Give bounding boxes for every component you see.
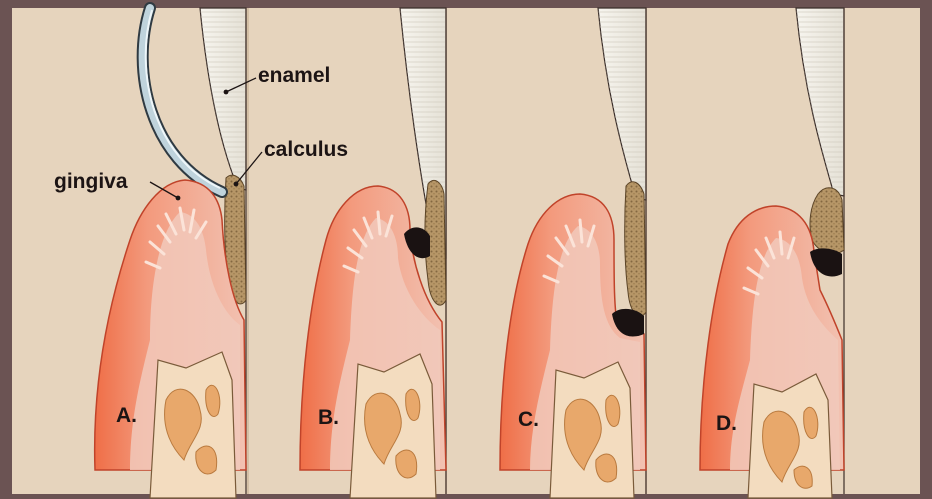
label-enamel: enamel (258, 64, 330, 87)
label-calculus: calculus (264, 138, 348, 161)
gingiva-leader-dot (176, 196, 181, 201)
panel-letter-c: C. (518, 408, 539, 431)
label-gingiva: gingiva (54, 170, 128, 193)
enamel-leader-dot (224, 90, 229, 95)
panel-letter-a: A. (116, 404, 137, 427)
panel-letter-d: D. (716, 412, 737, 435)
calculus-leader-dot (234, 182, 239, 187)
panel-letter-b: B. (318, 406, 339, 429)
